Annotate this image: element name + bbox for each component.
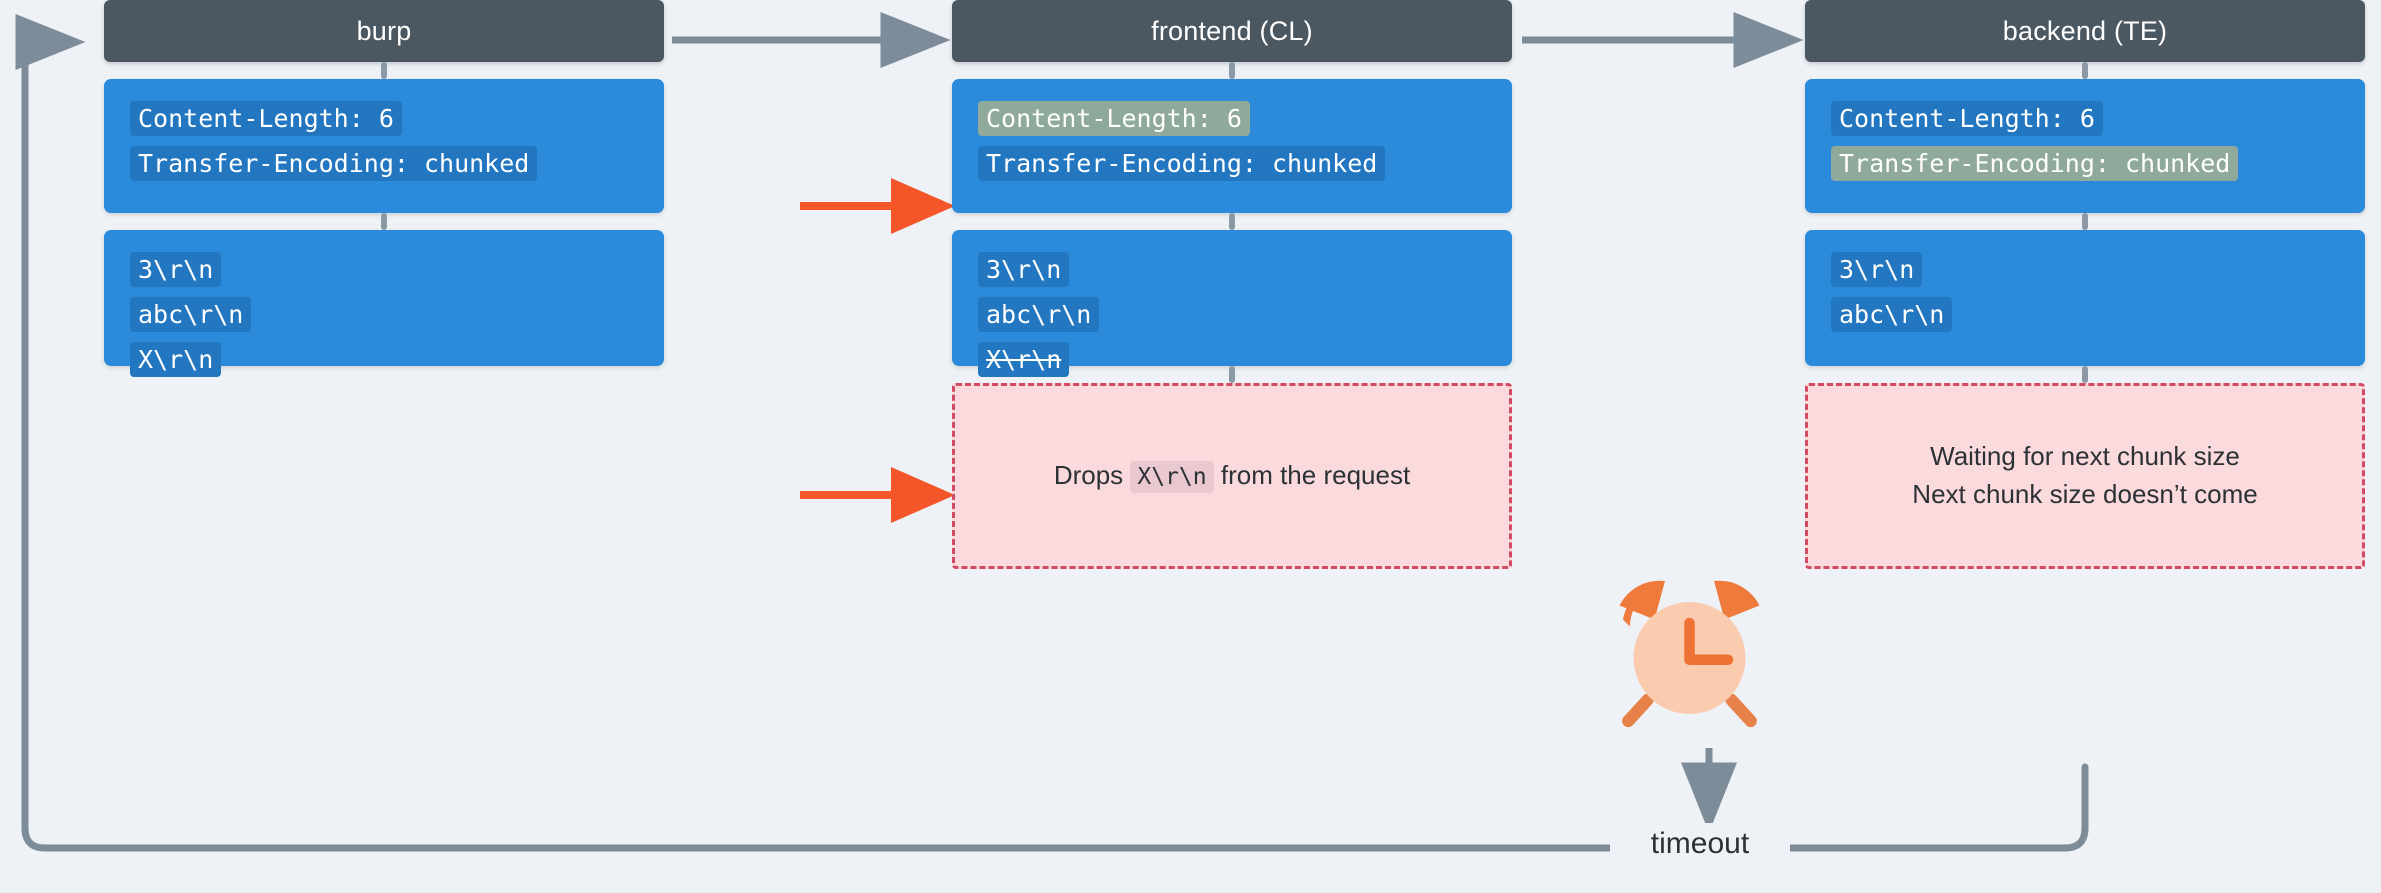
- node-header-burp-label: burp: [356, 15, 412, 46]
- request-body-box-burp: 3\r\n abc\r\n X\r\n: [104, 230, 664, 377]
- header-line-transfer-encoding: Transfer-Encoding: chunked: [978, 146, 1386, 181]
- request-body-box-backend: 3\r\n abc\r\n: [1805, 230, 2365, 366]
- body-line-chunk-data: abc\r\n: [978, 297, 1100, 332]
- connector-stub: [2082, 62, 2088, 79]
- note-code-chip: X\r\n: [1130, 461, 1214, 494]
- connector-stub: [2082, 366, 2088, 383]
- node-header-frontend-label: frontend (CL): [1151, 15, 1313, 46]
- connector-stub: [381, 213, 387, 230]
- note-text-waiting: Waiting for next chunk size: [1930, 441, 2240, 472]
- note-suffix: from the request: [1213, 460, 1411, 491]
- node-header-backend[interactable]: backend (TE): [1805, 0, 2365, 62]
- note-box-frontend: Drops X\r\n from the request: [952, 383, 1512, 569]
- connector-stub: [1229, 366, 1235, 383]
- body-line-smuggled: X\r\n: [130, 342, 222, 377]
- column-burp: burp Content-Length: 6 Transfer-Encoding…: [104, 0, 664, 377]
- body-line-smuggled-dropped: X\r\n: [978, 342, 1070, 377]
- note-text-frontend: Drops X\r\n from the request: [1054, 457, 1410, 495]
- node-header-frontend[interactable]: frontend (CL): [952, 0, 1512, 62]
- body-line-chunk-data: abc\r\n: [130, 297, 252, 332]
- body-line-chunk-data: abc\r\n: [1831, 297, 1953, 332]
- timeout-label: timeout: [1610, 823, 1790, 865]
- timeout-label-text: timeout: [1650, 827, 1750, 860]
- request-body-box-frontend: 3\r\n abc\r\n X\r\n: [952, 230, 1512, 377]
- connector-stub: [381, 62, 387, 79]
- request-headers-box-backend: Content-Length: 6 Transfer-Encoding: chu…: [1805, 79, 2365, 213]
- body-line-chunk-size: 3\r\n: [130, 252, 222, 287]
- note-prefix: Drops: [1053, 460, 1131, 491]
- connector-stub: [2082, 213, 2088, 230]
- node-header-backend-label: backend (TE): [2002, 15, 2168, 46]
- body-line-chunk-size: 3\r\n: [978, 252, 1070, 287]
- header-line-content-length: Content-Length: 6: [130, 101, 402, 136]
- header-line-content-length: Content-Length: 6: [978, 101, 1250, 136]
- note-text-no-chunk: Next chunk size doesn’t come: [1912, 479, 2258, 509]
- body-line-chunk-size: 3\r\n: [1831, 252, 1923, 287]
- column-frontend: frontend (CL) Content-Length: 6 Transfer…: [952, 0, 1512, 569]
- connector-stub: [1229, 213, 1235, 230]
- header-line-transfer-encoding: Transfer-Encoding: chunked: [1831, 146, 2239, 181]
- alarm-clock-icon: [1619, 580, 1760, 728]
- node-header-burp[interactable]: burp: [104, 0, 664, 62]
- connector-stub: [1229, 62, 1235, 79]
- note-box-backend: Waiting for next chunk size Next chunk s…: [1805, 383, 2365, 569]
- header-line-content-length: Content-Length: 6: [1831, 101, 2103, 136]
- request-headers-box-frontend: Content-Length: 6 Transfer-Encoding: chu…: [952, 79, 1512, 213]
- request-headers-box-burp: Content-Length: 6 Transfer-Encoding: chu…: [104, 79, 664, 213]
- column-backend: backend (TE) Content-Length: 6 Transfer-…: [1805, 0, 2365, 569]
- header-line-transfer-encoding: Transfer-Encoding: chunked: [130, 146, 538, 181]
